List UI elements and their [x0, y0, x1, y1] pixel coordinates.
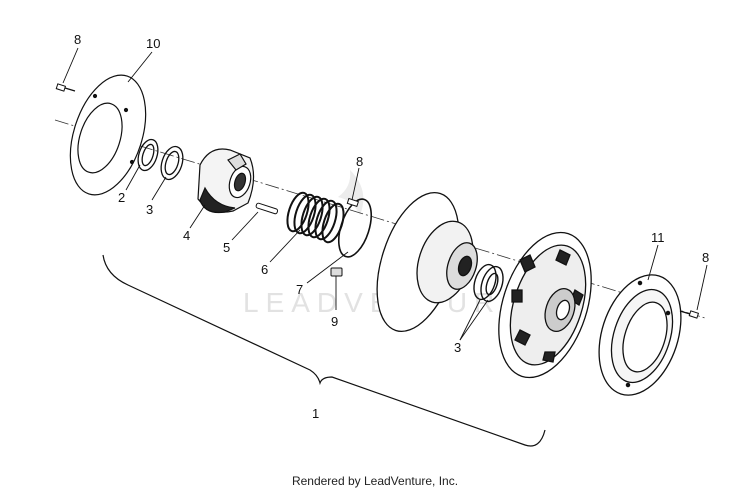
callout-5: 5	[223, 240, 230, 255]
part-7-ring	[337, 198, 373, 258]
part-3-washers-right	[473, 263, 504, 303]
part-5-pin	[255, 202, 279, 215]
part-2-snap-ring	[137, 138, 159, 172]
callout-9: 9	[331, 314, 338, 329]
part-10-back-plate	[69, 74, 147, 196]
moveable-sheave	[376, 191, 478, 333]
center-axis	[54, 119, 706, 319]
part-8-pin-middle	[346, 197, 360, 208]
part-9-set-screw	[330, 267, 343, 277]
callout-8-right: 8	[702, 250, 709, 265]
callout-8-middle: 8	[356, 154, 363, 169]
callout-3-right: 3	[454, 340, 461, 355]
callout-11: 11	[651, 230, 665, 245]
callout-4: 4	[183, 228, 190, 243]
callout-3-left: 3	[146, 202, 153, 217]
callout-1: 1	[312, 406, 319, 421]
callout-10: 10	[146, 36, 160, 51]
callout-2: 2	[118, 190, 125, 205]
leader-lines	[62, 47, 708, 341]
part-8-bolt-right	[679, 310, 700, 319]
callout-7: 7	[296, 282, 303, 297]
part-3-washer-left	[160, 145, 184, 181]
callout-6: 6	[261, 262, 268, 277]
part-8-bolt-left	[55, 83, 76, 92]
part-6-spring	[286, 191, 345, 244]
callout-8-left: 8	[74, 32, 81, 47]
assembly-bracket	[102, 254, 546, 447]
fixed-sheave	[498, 231, 592, 379]
part-4-cam	[197, 148, 255, 214]
footer-credit: Rendered by LeadVenture, Inc.	[291, 474, 459, 488]
part-11-cover-plate	[598, 274, 682, 396]
